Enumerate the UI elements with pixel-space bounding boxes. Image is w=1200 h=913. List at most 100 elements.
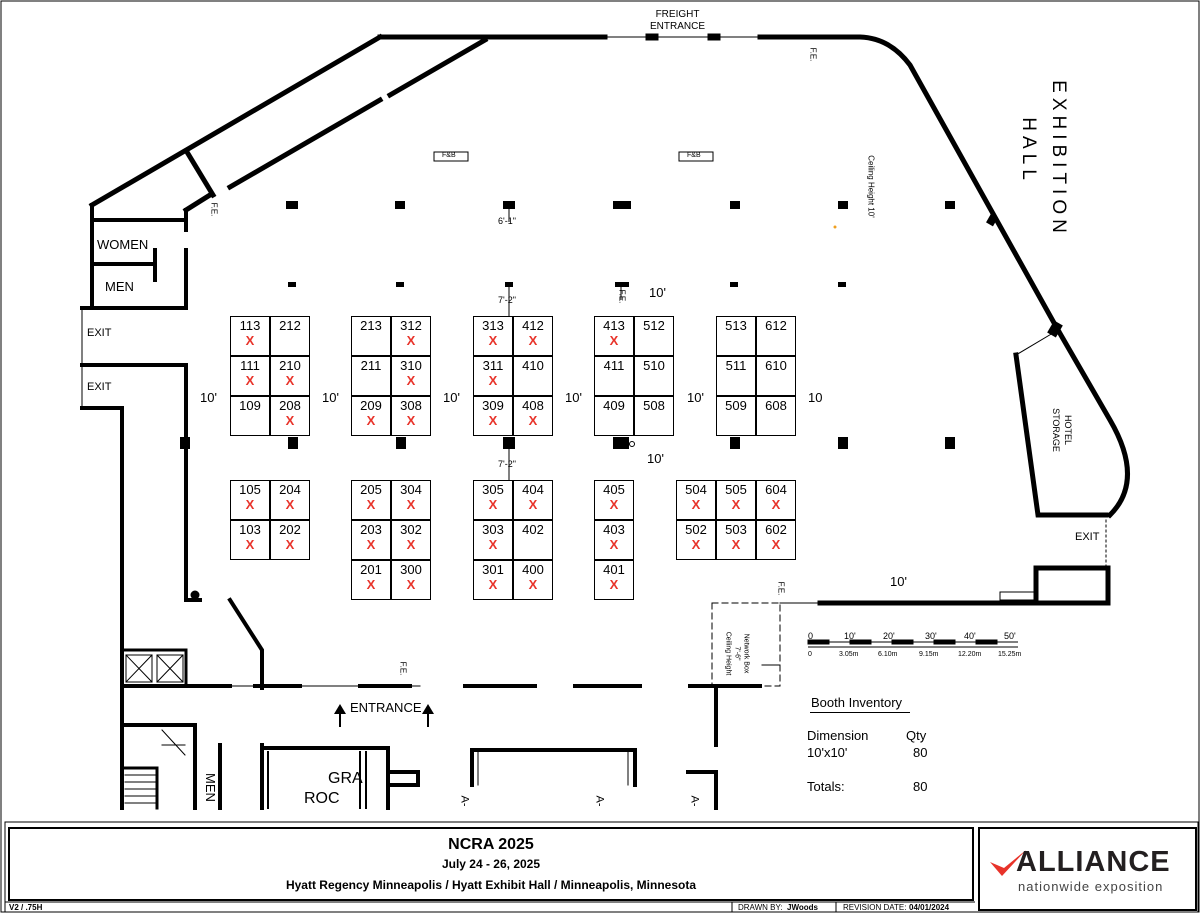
fe-label-3: F.E. [617, 289, 627, 304]
booth-213[interactable]: 213 [351, 316, 391, 356]
booth-410[interactable]: 410 [513, 356, 553, 396]
booth-number: 512 [643, 318, 665, 333]
available-marker: X [691, 537, 701, 552]
booth-612[interactable]: 612 [756, 316, 796, 356]
booth-211[interactable]: 211 [351, 356, 391, 396]
inventory-underline [810, 712, 910, 713]
booth-number: 608 [765, 398, 787, 413]
booth-512[interactable]: 512 [634, 316, 674, 356]
scale-feet-label: 30' [925, 631, 937, 641]
men-restroom: MEN [105, 279, 134, 294]
inventory-title: Booth Inventory [811, 695, 903, 710]
available-marker: X [406, 577, 416, 592]
booth-number: 204 [279, 482, 301, 497]
scale-feet-label: 10' [844, 631, 856, 641]
available-marker: X [245, 333, 255, 348]
checkmark-icon [990, 850, 1026, 876]
booth-number: 302 [400, 522, 422, 537]
available-marker: X [488, 497, 498, 512]
booth-513[interactable]: 513 [716, 316, 756, 356]
booth-number: 509 [725, 398, 747, 413]
alliance-logo: ALLIANCE nationwide exposition [988, 846, 1188, 896]
booth-number: 310 [400, 358, 422, 373]
wall [757, 34, 1062, 334]
event-dates: July 24 - 26, 2025 [441, 857, 541, 871]
scale-meter-label: 15.25m [998, 651, 1022, 658]
booth-409[interactable]: 409 [594, 396, 634, 436]
fe-label-5: F.E. [776, 581, 786, 596]
revision-date-label: REVISION DATE: [843, 903, 907, 912]
booth-number: 212 [279, 318, 301, 333]
booth-508[interactable]: 508 [634, 396, 674, 436]
booth-number: 604 [765, 482, 787, 497]
available-marker: X [245, 497, 255, 512]
aisle-label: 10' [890, 574, 907, 589]
version-label: V2 / .75H [9, 903, 43, 912]
network-box-line3: Ceiling Height [724, 631, 732, 676]
available-marker: X [528, 577, 538, 592]
women-restroom: WOMEN [97, 237, 149, 252]
scale-meter-label: 0 [808, 651, 812, 658]
booth-number: 612 [765, 318, 787, 333]
booth-number: 113 [239, 318, 261, 333]
available-marker: X [366, 413, 376, 428]
booth-number: 410 [522, 358, 544, 373]
scale-feet-label: 50' [1004, 631, 1016, 641]
booth-509[interactable]: 509 [716, 396, 756, 436]
storage-label: STORAGE [1051, 408, 1061, 452]
booth-number: 401 [603, 562, 625, 577]
booth-510[interactable]: 510 [634, 356, 674, 396]
booth-411[interactable]: 411 [594, 356, 634, 396]
exit-label-1: EXIT [87, 327, 112, 339]
booth-511[interactable]: 511 [716, 356, 756, 396]
booth-610[interactable]: 610 [756, 356, 796, 396]
booth-212[interactable]: 212 [270, 316, 310, 356]
booth-109[interactable]: 109 [230, 396, 270, 436]
booth-402[interactable]: 402 [513, 520, 553, 560]
booth-number: 404 [522, 482, 544, 497]
booth-608[interactable]: 608 [756, 396, 796, 436]
booth-number: 210 [279, 358, 301, 373]
available-marker: X [245, 373, 255, 388]
hotel-label: HOTEL [1063, 414, 1073, 445]
